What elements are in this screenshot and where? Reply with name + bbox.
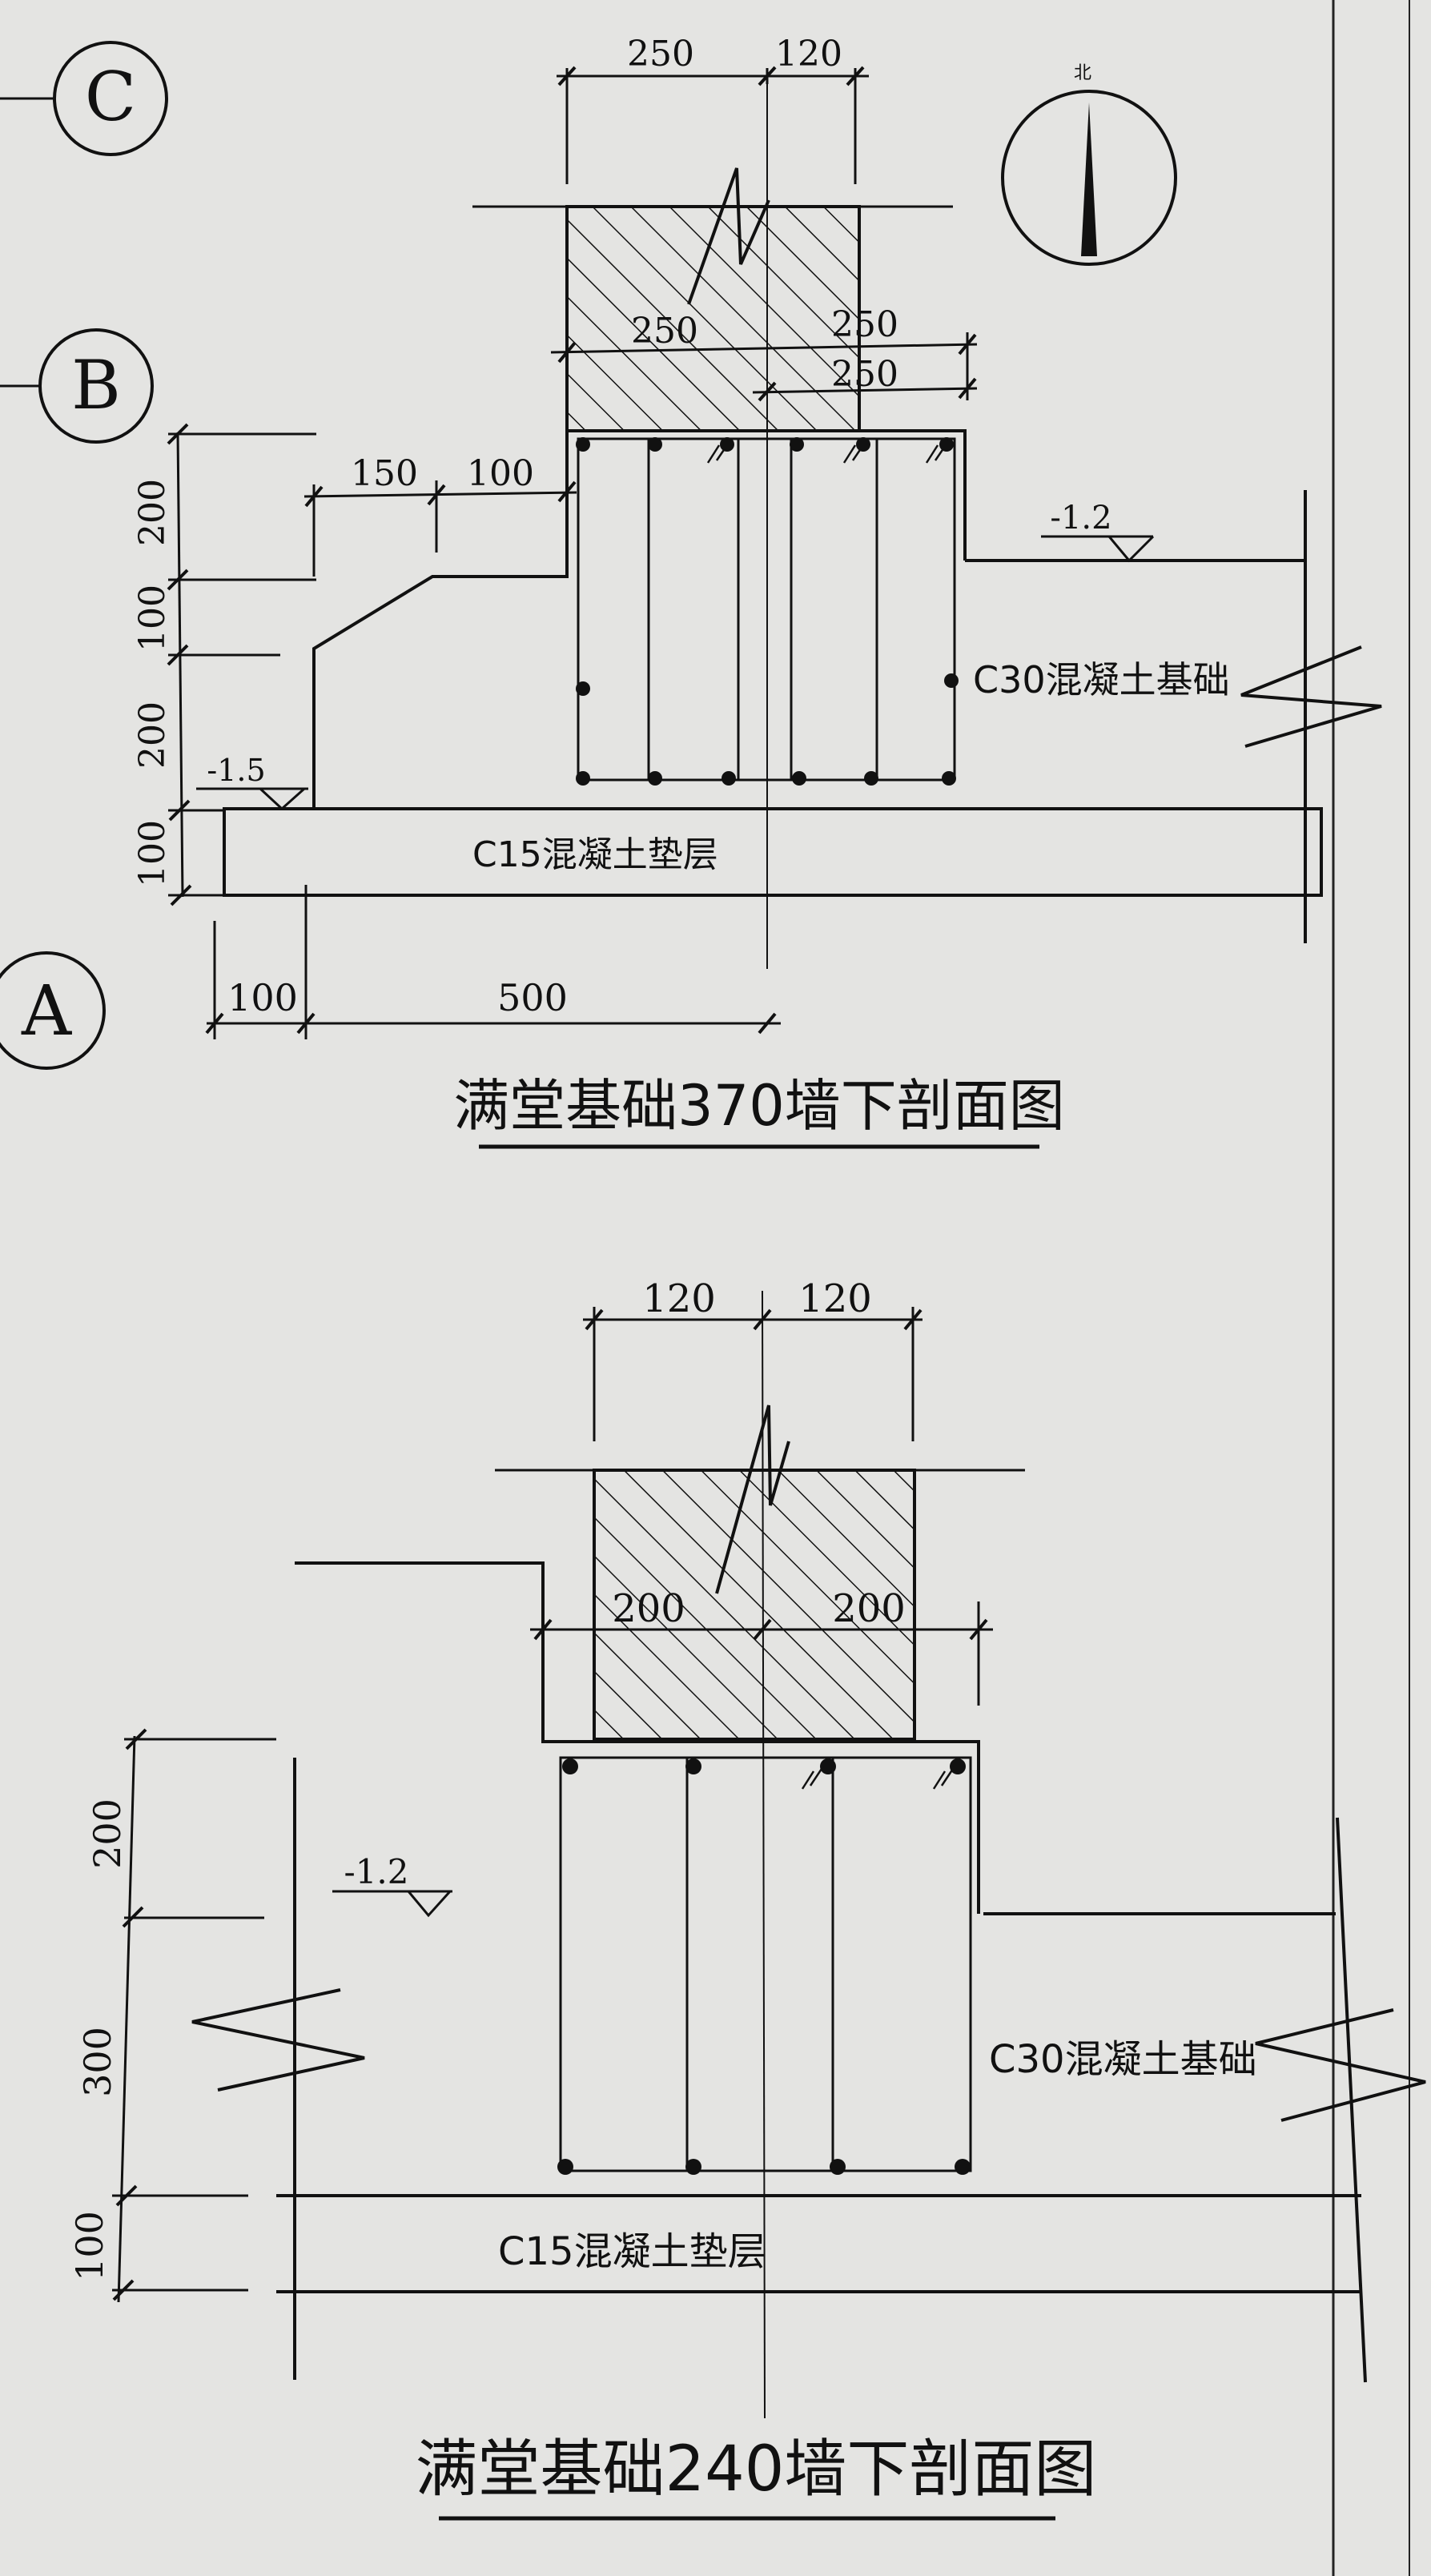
grid-axis-a: A <box>0 951 106 1070</box>
section-240-dim-h-mid: 300 <box>76 2027 119 2097</box>
grid-axis-a-label: A <box>21 971 72 1051</box>
section-370-level-left: -1.5 <box>196 753 308 811</box>
section-240-dim-h-top: 200 <box>86 1798 129 1869</box>
section-370-dim-h-low: 200 <box>132 701 173 769</box>
section-370-dim-heights: 200 100 200 100 <box>132 423 316 906</box>
section-370-dim-bottom: 100 500 <box>205 885 781 1039</box>
section-370-dim-pad-overhang: 100 <box>227 976 298 1019</box>
section-370-dim-h-mid: 100 <box>132 585 173 652</box>
section-370-dim-footing: 250 250 250 <box>550 304 978 402</box>
section-240-brick-wall <box>593 1469 916 1741</box>
section-240-dim-wall-right: 120 <box>798 1276 872 1321</box>
section-370: 250 120 250 250 250 150 100 <box>132 34 1382 1149</box>
section-240-break-line-right <box>1255 2008 1426 2122</box>
section-370-dim-footing-right-top: 250 <box>831 304 898 345</box>
section-240-title: 满堂基础240墙下剖面图 <box>416 2433 1097 2506</box>
section-370-dim-step-offset: 100 <box>467 453 534 494</box>
section-240-break-symbol <box>715 1405 790 1594</box>
north-arrow-icon <box>1081 102 1097 256</box>
section-240-dim-footing: 200 200 <box>530 1586 993 1706</box>
section-370-c15-pad <box>223 807 1323 897</box>
grid-axis-c: C <box>0 41 168 156</box>
section-370-title: 满堂基础370墙下剖面图 <box>453 1073 1065 1139</box>
section-370-dim-wall-right: 120 <box>775 34 842 74</box>
section-370-level-right-value: -1.2 <box>1050 500 1111 536</box>
section-370-rebar-hooks <box>706 440 951 464</box>
section-370-dim-wall-left: 250 <box>627 34 694 74</box>
section-370-dim-pad-half: 500 <box>497 976 568 1019</box>
section-370-dim-step-width: 150 <box>351 453 418 494</box>
section-370-dim-footing-right-bottom: 250 <box>831 354 898 395</box>
section-240-dim-wall: 120 120 <box>583 1276 923 1441</box>
section-240-break-line-left <box>191 1988 365 2092</box>
north-arrow: 北 <box>1001 63 1177 266</box>
section-240-right-boundary <box>1336 1817 1367 2383</box>
section-240-dim-h-pad: 100 <box>68 2211 111 2281</box>
section-240-dim-wall-left: 120 <box>642 1276 716 1321</box>
section-240-dim-heights: 200 300 100 <box>68 1728 276 2303</box>
section-240: 120 120 200 200 200 300 100 <box>68 1276 1426 2521</box>
section-240-dim-footing-left: 200 <box>612 1586 685 1631</box>
section-370-dim-h-top: 200 <box>132 479 173 546</box>
section-240-pad-material: C15混凝土垫层 <box>498 2229 766 2274</box>
section-370-break-symbol <box>687 167 770 305</box>
section-370-footing-outline <box>312 429 967 809</box>
section-370-break-line <box>1240 645 1382 748</box>
section-370-pad-material: C15混凝土垫层 <box>472 834 718 875</box>
section-240-footing-material: C30混凝土基础 <box>989 2037 1257 2082</box>
section-370-level-right: -1.2 <box>1041 500 1155 563</box>
section-240-level-left: -1.2 <box>332 1852 452 1918</box>
grid-axis-b-label: B <box>71 346 121 424</box>
section-240-footing-outline <box>295 1561 980 1914</box>
section-240-dim-footing-right: 200 <box>832 1586 906 1631</box>
grid-axis-b: B <box>0 328 154 444</box>
section-240-rebar-hooks <box>801 1766 956 1790</box>
section-370-dim-footing-left: 250 <box>631 311 698 352</box>
grid-axis-c-label: C <box>85 58 136 136</box>
section-240-level-left-value: -1.2 <box>344 1852 409 1891</box>
section-370-level-left-value: -1.5 <box>207 753 265 788</box>
section-370-brick-wall <box>565 205 861 432</box>
north-label: 北 <box>1074 63 1091 83</box>
section-370-rebar-cage <box>577 437 956 782</box>
section-240-rebar-cage <box>559 1756 972 2172</box>
section-240-rebar-dots <box>557 1758 971 2175</box>
section-370-dim-wall: 250 120 <box>557 34 869 184</box>
section-370-dim-h-pad: 100 <box>132 820 173 887</box>
section-370-dim-step: 150 100 <box>303 453 577 577</box>
section-370-footing-material: C30混凝土基础 <box>973 658 1230 701</box>
